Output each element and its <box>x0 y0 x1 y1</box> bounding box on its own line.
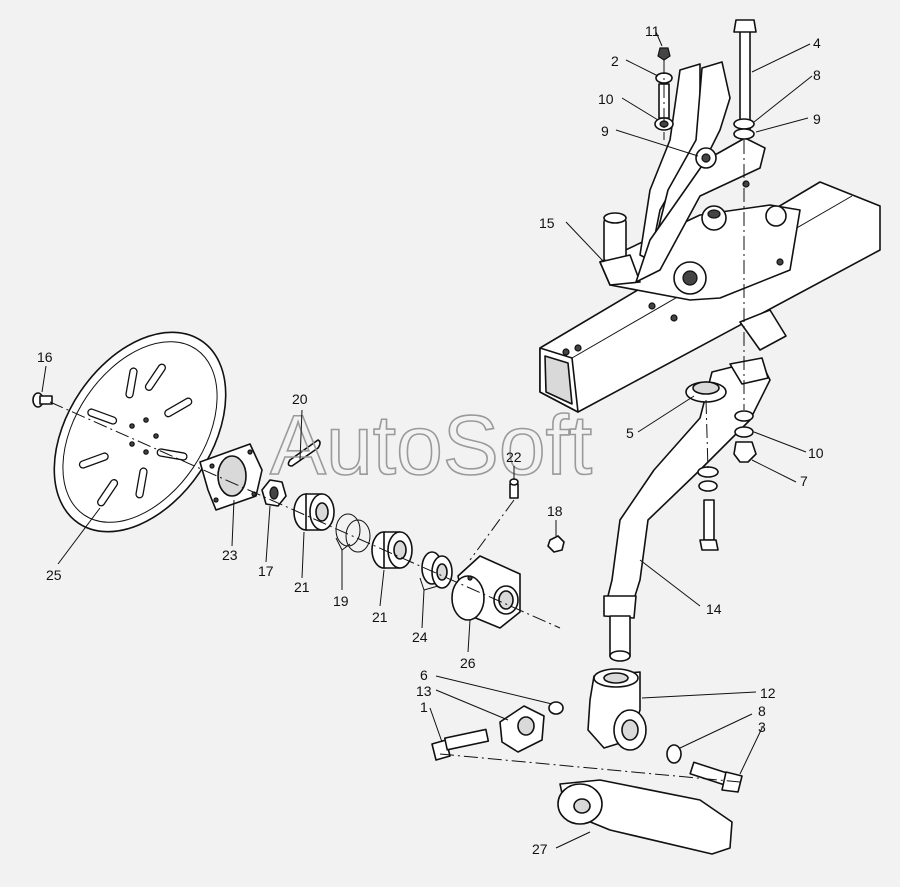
retaining-rings <box>335 513 371 553</box>
callout-10-right: 10 <box>808 445 824 461</box>
callout-12: 12 <box>760 685 776 701</box>
callout-24: 24 <box>412 629 428 645</box>
callout-5: 5 <box>626 425 634 441</box>
upright-arms <box>635 19 766 283</box>
callout-13: 13 <box>416 683 432 699</box>
flange-plate <box>199 443 263 511</box>
callout-7: 7 <box>800 473 808 489</box>
callout-21-left: 21 <box>294 579 310 595</box>
callout-14: 14 <box>706 601 722 617</box>
cotter-pin <box>287 439 321 467</box>
callout-3: 3 <box>758 719 766 735</box>
bolt-right <box>666 744 743 793</box>
castle-nut <box>261 479 287 507</box>
leader-lines <box>41 31 813 849</box>
steering-knuckle <box>587 668 647 751</box>
callout-17: 17 <box>258 563 274 579</box>
caster-wheel <box>557 779 733 855</box>
watermark: AutoSoft <box>270 398 592 492</box>
bearing-inner <box>371 531 413 569</box>
disc-wheel <box>53 331 227 533</box>
grease-fitting <box>509 478 519 499</box>
seal <box>421 551 453 589</box>
callout-6: 6 <box>420 667 428 683</box>
callout-labels: 11 2 10 9 4 8 9 15 5 10 7 14 16 20 22 18… <box>37 23 824 857</box>
callout-8-top: 8 <box>813 67 821 83</box>
small-nut <box>548 701 564 715</box>
callout-22: 22 <box>506 449 522 465</box>
callout-16: 16 <box>37 349 53 365</box>
bearing-outer <box>293 493 335 531</box>
callout-10-top: 10 <box>598 91 614 107</box>
swing-arm <box>603 357 771 662</box>
callout-4: 4 <box>813 35 821 51</box>
callout-11: 11 <box>645 23 660 39</box>
callout-18: 18 <box>547 503 563 519</box>
callout-2: 2 <box>611 53 619 69</box>
screw <box>32 392 53 408</box>
callout-9-right: 9 <box>813 111 821 127</box>
top-bracket-plate <box>599 180 801 351</box>
callout-19: 19 <box>333 593 349 609</box>
callout-9-left: 9 <box>601 123 609 139</box>
callout-20: 20 <box>292 391 308 407</box>
callout-25: 25 <box>46 567 62 583</box>
callout-23: 23 <box>222 547 238 563</box>
callout-15: 15 <box>539 215 555 231</box>
center-lines <box>49 60 745 783</box>
clamp <box>499 705 545 753</box>
callout-1: 1 <box>420 699 428 715</box>
callout-8-bottom: 8 <box>758 703 766 719</box>
hex-nut <box>547 535 565 553</box>
callout-21-right: 21 <box>372 609 388 625</box>
callout-27: 27 <box>532 841 548 857</box>
callout-26: 26 <box>460 655 476 671</box>
bolt-left <box>431 728 490 761</box>
wheel-hub <box>451 555 521 629</box>
